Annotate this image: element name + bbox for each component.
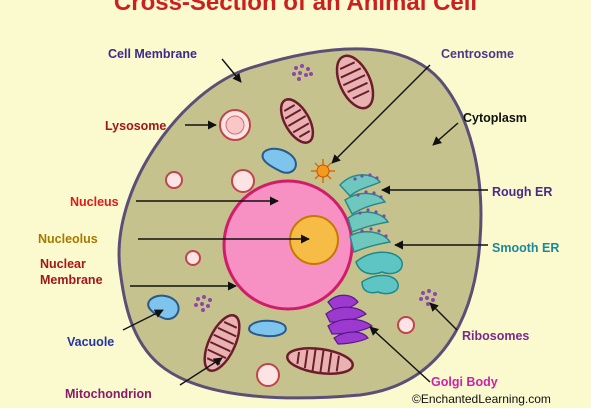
rough-er-label: Rough ER	[492, 185, 552, 199]
copyright-credit: ©EnchantedLearning.com	[412, 392, 551, 406]
nucleus-label: Nucleus	[70, 195, 119, 209]
nuclear-membrane-label-line2: Membrane	[40, 273, 103, 287]
lysosome-label: Lysosome	[105, 119, 166, 133]
lysosome	[257, 364, 279, 386]
mitochondrion-label: Mitochondrion	[65, 387, 152, 401]
lysosome	[186, 251, 200, 265]
centrosome-label: Centrosome	[441, 47, 514, 61]
lysosome	[166, 172, 182, 188]
lysosome	[220, 110, 250, 140]
golgi-body-label: Golgi Body	[431, 375, 498, 389]
ribosomes-label: Ribosomes	[462, 329, 529, 343]
cytoplasm-label: Cytoplasm	[463, 111, 527, 125]
lysosome	[398, 317, 414, 333]
smooth-er-label: Smooth ER	[492, 241, 559, 255]
nucleolus	[290, 216, 338, 264]
vacuole-label: Vacuole	[67, 335, 114, 349]
cell-membrane-label: Cell Membrane	[108, 47, 197, 61]
lysosome	[232, 170, 254, 192]
nucleolus-label: Nucleolus	[38, 232, 98, 246]
nuclear-membrane-label-line1: Nuclear	[40, 257, 86, 271]
vacuole	[249, 321, 286, 336]
